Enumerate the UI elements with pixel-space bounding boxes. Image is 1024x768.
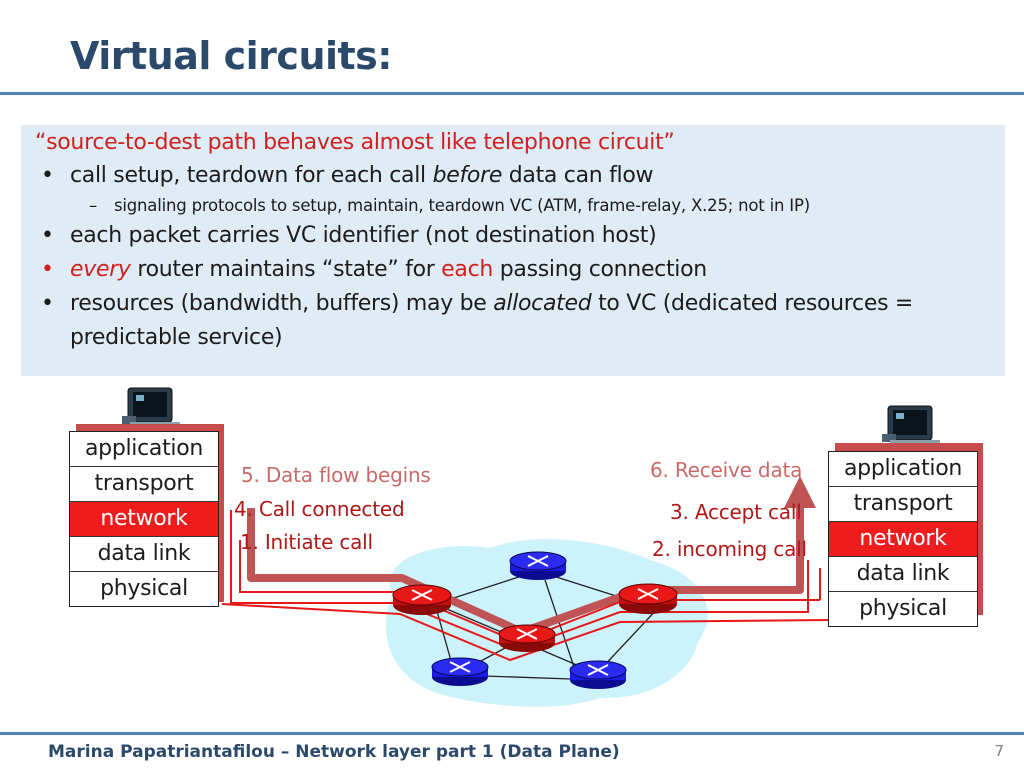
step-6-label: 6. Receive data — [650, 458, 803, 482]
quote-line: “source-to-dest path behaves almost like… — [35, 130, 675, 155]
right-layer-physical: physical — [859, 596, 947, 621]
step-3-label: 3. Accept call — [670, 500, 802, 524]
slide-title: Virtual circuits: — [70, 34, 393, 78]
step-1-label: 1. Initiate call — [240, 530, 373, 554]
left-layer-application: application — [70, 432, 218, 467]
subbullet-signaling: signaling protocols to setup, maintain, … — [33, 193, 993, 219]
right-layer-network: network — [829, 522, 977, 557]
bullet-router-state: every router maintains “state” for each … — [33, 253, 993, 287]
left-layer-datalink: data link — [70, 537, 218, 572]
bullet-call-setup: call setup, teardown for each call befor… — [33, 159, 993, 193]
page-number: 7 — [994, 742, 1004, 760]
right-layer-transport: transport — [829, 487, 977, 522]
footer-divider — [0, 732, 1024, 735]
router-left-active — [392, 584, 452, 615]
right-protocol-stack: application transport network data link … — [828, 451, 978, 627]
step-4-label: 4. Call connected — [234, 497, 405, 521]
left-layer-network: network — [70, 502, 218, 537]
router-bottom-right — [569, 660, 627, 689]
left-layer-physical: physical — [100, 576, 188, 601]
router-right-active — [618, 583, 678, 614]
footer-author: Marina Papatriantafilou – Network layer … — [48, 742, 620, 762]
left-protocol-stack: application transport network data link … — [69, 431, 219, 607]
router-center-active — [498, 624, 556, 652]
right-layer-datalink: data link — [829, 557, 977, 592]
left-layer-transport: transport — [70, 467, 218, 502]
step-2-label: 2. incoming call — [652, 537, 807, 561]
step-5-label: 5. Data flow begins — [241, 463, 431, 487]
title-divider — [0, 92, 1024, 95]
router-top — [509, 551, 567, 580]
bullet-vc-identifier: each packet carries VC identifier (not d… — [33, 219, 993, 253]
bullet-resources: resources (bandwidth, buffers) may be al… — [33, 287, 993, 355]
right-layer-application: application — [829, 452, 977, 487]
router-bottom-left — [431, 657, 489, 686]
bullet-box: “source-to-dest path behaves almost like… — [21, 125, 1005, 376]
